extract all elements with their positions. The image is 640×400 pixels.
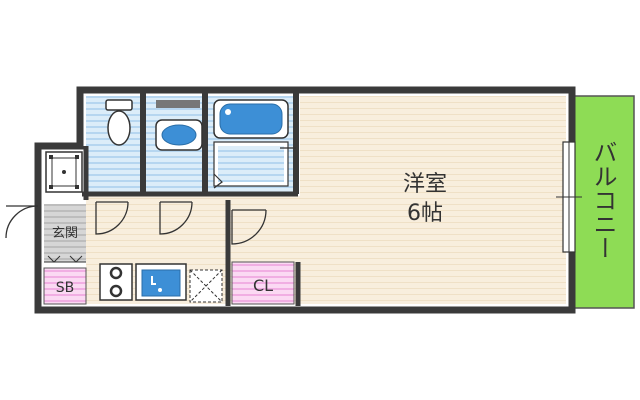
- bath-floor-icon: [213, 141, 289, 189]
- balcony-area: バルコニー: [571, 95, 635, 309]
- balcony-window: [556, 141, 582, 253]
- western-room-name: 洋室: [403, 172, 447, 197]
- washbasin-icon: [155, 100, 203, 151]
- shoe-box: SB: [43, 267, 87, 305]
- stove-icon: [99, 263, 133, 301]
- entrance-label: 玄関: [52, 226, 78, 241]
- sink-icon: [135, 263, 187, 301]
- western-room-size: 6帖: [407, 201, 443, 226]
- walls: [34, 86, 576, 314]
- balcony-label: バルコニー: [589, 140, 617, 260]
- toilet-area: [86, 96, 140, 192]
- washing-machine-pan: [45, 151, 83, 193]
- fridge-space-icon: [189, 269, 223, 303]
- entrance-step: [44, 255, 86, 263]
- bathtub-icon: [213, 99, 289, 139]
- western-room-floor: [300, 96, 566, 304]
- closet-label: CL: [253, 276, 273, 295]
- door-swings: [5, 147, 296, 245]
- toilet-icon: [105, 99, 133, 146]
- entrance-area: [44, 204, 86, 262]
- shoe-box-label: SB: [56, 280, 75, 296]
- closet: CL: [231, 261, 295, 305]
